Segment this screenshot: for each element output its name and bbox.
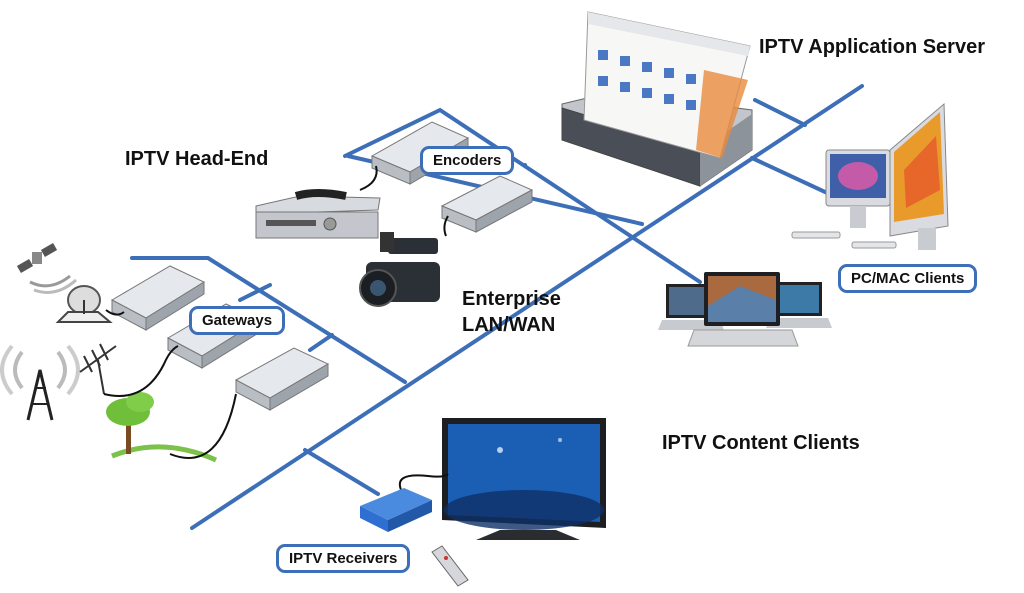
server-link-line xyxy=(753,98,807,127)
laptop-icon xyxy=(687,272,799,347)
receiver-box-icon xyxy=(360,488,432,532)
gateway-branch-line xyxy=(130,256,407,384)
head-end-label: IPTV Head-End xyxy=(125,148,269,170)
app-server-label: IPTV Application Server xyxy=(759,36,985,58)
laptop-icon xyxy=(766,282,832,328)
encoder-laptop-line xyxy=(343,107,702,284)
pc-mac-clients-label: PC/MAC Clients xyxy=(838,264,978,293)
encoders-label: Encoders xyxy=(420,146,515,175)
encoder-device-icon xyxy=(440,175,534,233)
enterprise-line1: Enterprise xyxy=(462,288,561,310)
set-top-box-icon xyxy=(255,189,381,239)
imac-icon xyxy=(791,149,891,239)
gateways-label: Gateways xyxy=(189,306,286,335)
video-camera-icon xyxy=(359,232,440,307)
dish-icon xyxy=(55,285,113,323)
tree-icon xyxy=(106,392,218,463)
content-clients-label: IPTV Content Clients xyxy=(662,432,860,454)
server-icon xyxy=(561,11,753,187)
pc-link-line xyxy=(750,156,840,200)
gateway-device-icon xyxy=(234,347,330,411)
receivers-label: IPTV Receivers xyxy=(276,544,411,573)
enterprise-lan-wan-label: Enterprise LAN/WAN xyxy=(462,286,561,338)
television-icon xyxy=(442,418,606,540)
satellite-icon xyxy=(16,243,78,294)
antenna-icon xyxy=(79,343,117,395)
gateway-device-icon xyxy=(110,265,206,331)
imac-icon xyxy=(851,102,949,250)
remote-icon xyxy=(431,545,469,587)
enterprise-line2: LAN/WAN xyxy=(462,314,556,336)
radio-tower-icon xyxy=(0,344,80,421)
backbone-line xyxy=(190,84,864,530)
receiver-link-line xyxy=(303,448,380,496)
